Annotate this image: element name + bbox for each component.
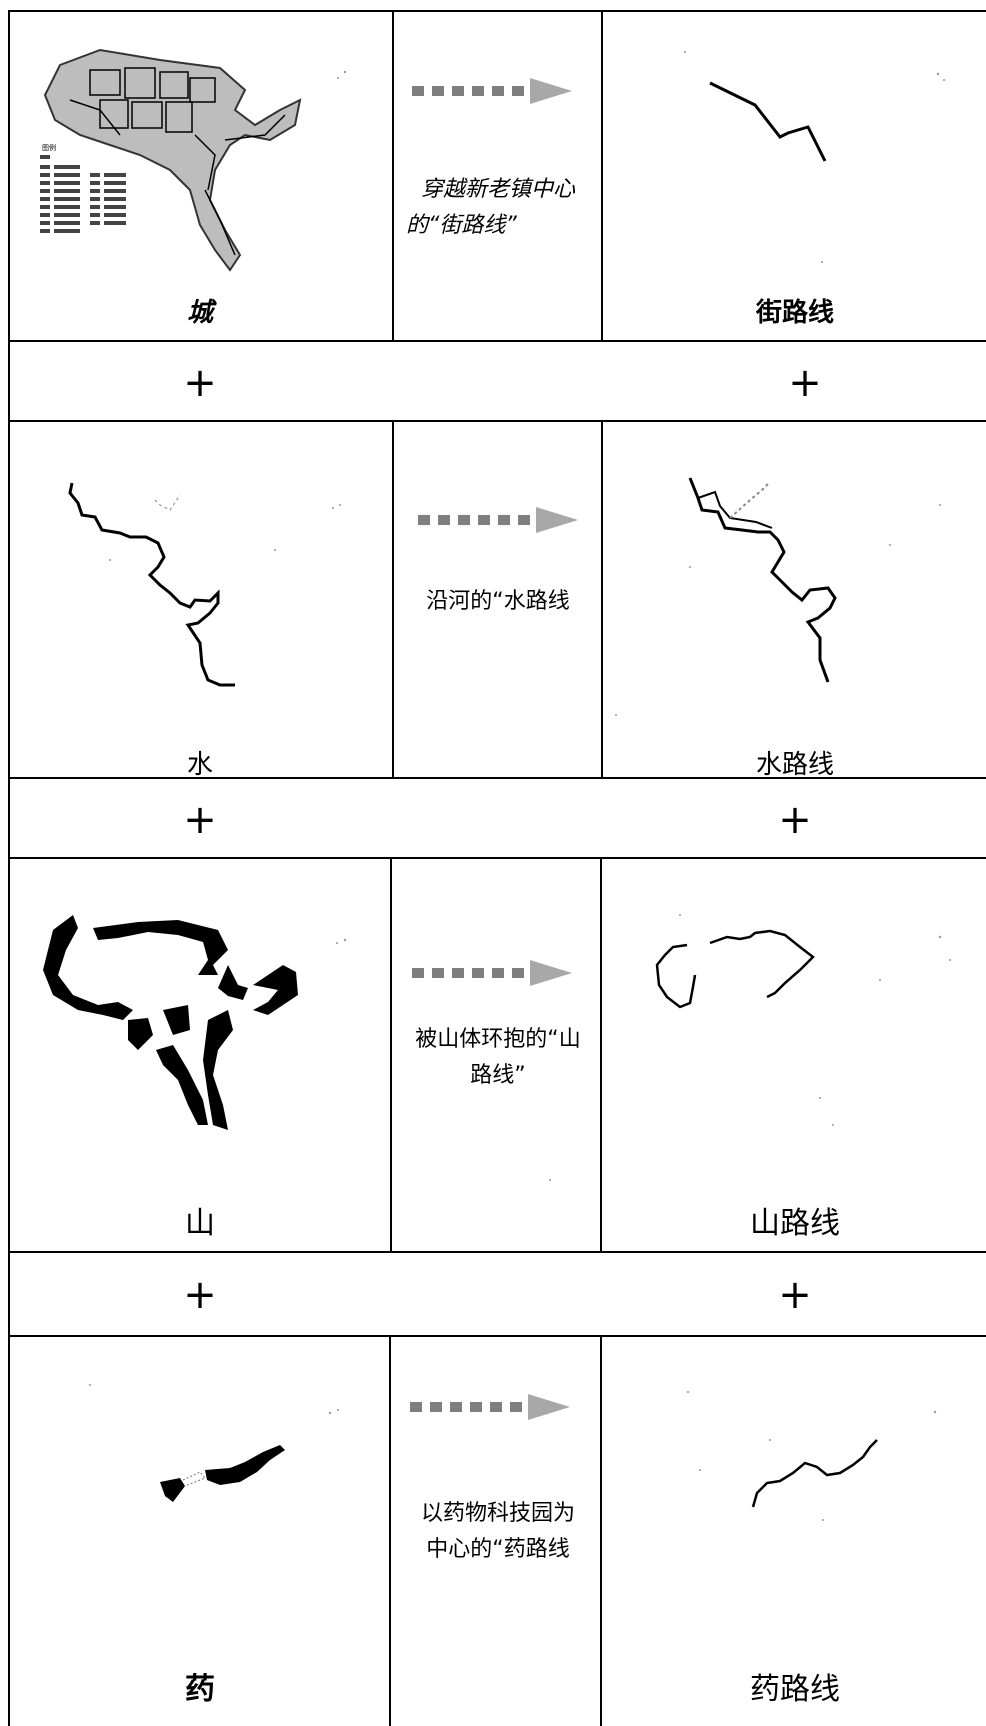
water-route-label: 水路线 bbox=[755, 750, 834, 780]
description-street: 穿越新老镇中心 的“街路线” bbox=[398, 172, 598, 244]
grid-line-v bbox=[600, 857, 602, 1252]
medicine-park-image bbox=[160, 1445, 285, 1502]
grid-line-v bbox=[392, 420, 394, 778]
grid-line-h bbox=[8, 420, 986, 422]
street-route-label: 街路线 bbox=[755, 298, 834, 328]
grid-line-h bbox=[8, 777, 986, 779]
description-line: 的“街路线” bbox=[406, 213, 517, 238]
description-line: 路线” bbox=[470, 1063, 526, 1088]
water-label: 水 bbox=[186, 750, 213, 780]
description-water: 沿河的“水路线 bbox=[398, 584, 598, 620]
grid-line-h bbox=[8, 1251, 986, 1253]
description-mountain: 被山体环抱的“山 路线” bbox=[398, 1022, 598, 1094]
medicine-route-image bbox=[751, 1439, 878, 1508]
grid-line-v bbox=[389, 1335, 391, 1726]
grid-line-v bbox=[601, 10, 603, 341]
description-medicine: 以药物科技园为 中心的“药路线 bbox=[398, 1496, 598, 1568]
grid-line-v bbox=[8, 10, 10, 1726]
water-route-image bbox=[688, 477, 837, 683]
dotted-arrow-icon bbox=[412, 78, 572, 104]
description-line: 以药物科技园为 bbox=[420, 1501, 575, 1526]
grid-line-h bbox=[8, 10, 986, 12]
map-legend-caption: 图例 bbox=[42, 143, 56, 152]
grid-line-h bbox=[8, 857, 986, 859]
dotted-arrow-icon bbox=[410, 1394, 570, 1420]
river-image bbox=[68, 482, 235, 687]
medicine-route-label: 药路线 bbox=[750, 1672, 840, 1707]
grid-line-v bbox=[600, 1335, 602, 1726]
grid-line-v bbox=[392, 10, 394, 341]
grid-line-v bbox=[601, 420, 603, 778]
mountain-label: 山 bbox=[185, 1206, 215, 1241]
plus-icon: + bbox=[778, 1272, 812, 1318]
description-line: 沿河的“水路线 bbox=[426, 589, 570, 614]
dotted-arrow-icon bbox=[418, 507, 578, 533]
mountain-route-label: 山路线 bbox=[750, 1206, 840, 1241]
plus-icon: + bbox=[183, 1272, 217, 1318]
plus-icon: + bbox=[788, 360, 822, 406]
plus-icon: + bbox=[778, 797, 812, 843]
dotted-arrow-icon bbox=[412, 960, 572, 986]
grid-line-v bbox=[390, 857, 392, 1252]
description-line: 中心的“药路线 bbox=[426, 1537, 570, 1562]
city-map-image: 图例 bbox=[40, 48, 302, 272]
medicine-label: 药 bbox=[185, 1672, 215, 1707]
description-line: 穿越新老镇中心 bbox=[420, 177, 575, 202]
city-label: 城 bbox=[186, 298, 213, 328]
street-route-image bbox=[709, 81, 827, 162]
mountain-route-image bbox=[655, 929, 815, 1009]
description-line: 被山体环抱的“山 bbox=[415, 1027, 581, 1052]
plus-icon: + bbox=[183, 797, 217, 843]
grid-line-h bbox=[8, 1335, 986, 1337]
mountain-image bbox=[43, 915, 298, 1130]
grid-line-h bbox=[8, 340, 986, 342]
plus-icon: + bbox=[183, 360, 217, 406]
